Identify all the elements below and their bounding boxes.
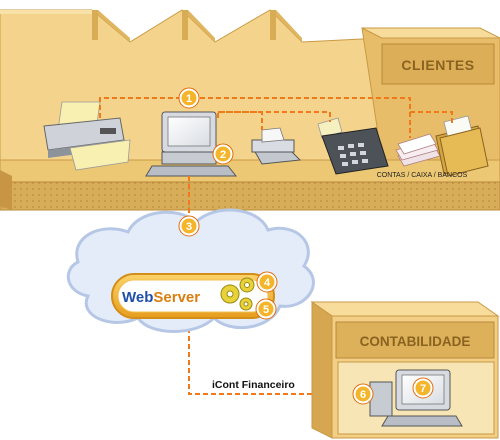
client-connectors — [99, 97, 453, 138]
webserver-label: WebServer — [122, 289, 200, 306]
printer-icon — [43, 101, 131, 171]
step-badge-6: 6 — [352, 383, 374, 405]
calculator-icon — [317, 117, 389, 175]
step-badge-5: 5 — [255, 298, 277, 320]
svg-text:1: 1 — [186, 93, 192, 105]
cash-register-icon — [251, 127, 302, 165]
contabilidade-building — [310, 301, 500, 439]
step-badge-7: 7 — [412, 377, 434, 399]
svg-text:3: 3 — [186, 221, 192, 233]
gears-icon — [220, 277, 255, 311]
step-badge-3: 3 — [178, 215, 200, 237]
svg-text:7: 7 — [420, 383, 426, 395]
step-badge-4: 4 — [256, 271, 278, 293]
svg-text:2: 2 — [220, 149, 226, 161]
step-badge-1: 1 — [178, 87, 200, 109]
clientes-label: CLIENTES — [401, 57, 474, 73]
step-badges: 1 2 3 4 5 6 7 — [178, 87, 434, 405]
svg-text:5: 5 — [263, 304, 269, 316]
webserver-server: Server — [153, 289, 200, 306]
contabilidade-label: CONTABILIDADE — [360, 334, 471, 349]
cash-icon — [395, 133, 441, 167]
step-badge-2: 2 — [212, 143, 234, 165]
client-computer-icon — [145, 111, 238, 177]
svg-text:4: 4 — [264, 277, 271, 289]
contas-label: CONTAS / CAIXA / BANCOS — [377, 172, 468, 179]
icont-label: iCont Financeiro — [212, 379, 295, 391]
svg-text:6: 6 — [360, 389, 366, 401]
webserver-web: Web — [122, 289, 153, 306]
